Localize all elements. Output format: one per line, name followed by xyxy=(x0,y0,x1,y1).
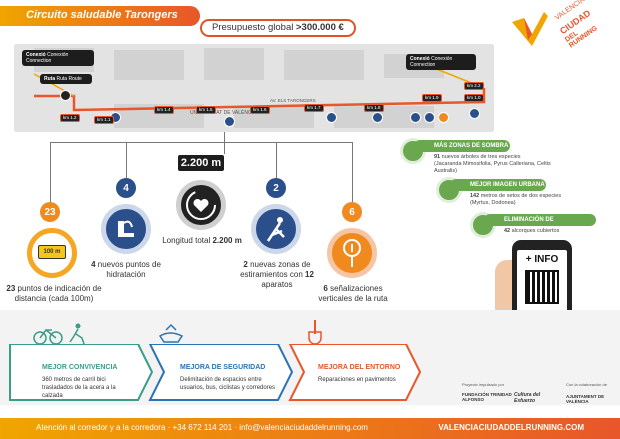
water-fountain-icon xyxy=(101,204,151,254)
budget-label: Presupuesto global xyxy=(212,22,296,33)
route-map: Conexió Conexión Connection Ruta Ruta Ro… xyxy=(14,44,494,132)
km-marker: km 1.9 xyxy=(422,94,442,102)
km-marker: km 2.2 xyxy=(464,82,484,90)
km-marker: km 1.1 xyxy=(94,116,114,124)
feature-stretching-desc: nuevas zonas de estiramientos con xyxy=(240,260,311,279)
footer: Atención al corredor y a la corredora · … xyxy=(0,418,620,439)
footer-website[interactable]: VALENCIACIUDADDELRUNNING.COM xyxy=(438,423,584,432)
green-text-urban: 142 metros de setos de dos especies(Myrt… xyxy=(470,193,590,207)
seguridad-text: Delimitación de espacios entre usuarios,… xyxy=(180,377,276,391)
feature-stretching-desc2: aparatos xyxy=(261,280,293,289)
green-obstacles-count: 42 xyxy=(504,228,511,234)
callout-right-title: Conexió xyxy=(410,56,430,62)
feature-distance-count: 23 xyxy=(6,284,16,293)
km-marker: km 1.5 xyxy=(196,106,216,114)
km-marker: km 1.7 xyxy=(304,104,324,112)
green-shade-desc: nuevos árboles de tres especies xyxy=(440,154,521,160)
arrow-chevrons xyxy=(9,344,422,401)
feature-hydration-text: 4 nuevos puntos de hidratación xyxy=(86,260,166,280)
feature-signals-text: 6 señalizaciones verticales de la ruta xyxy=(310,284,396,304)
callout-left-1-title: Conexió xyxy=(26,52,46,58)
convivencia-text: 360 metros de carril bici trasladados de… xyxy=(42,377,116,399)
map-callout-connection-right: Conexió Conexión Connection xyxy=(406,54,476,70)
university-label: UNIVERSITAT DE VALÈNCIA xyxy=(190,110,257,116)
count-badge-signals: 6 xyxy=(342,202,362,222)
qr-code[interactable] xyxy=(525,270,559,304)
map-hydration-icon xyxy=(469,108,480,119)
budget-badge: Presupuesto global >300.000 € xyxy=(200,19,356,37)
green-obstacles-desc: alcorques cubiertos xyxy=(510,228,560,234)
map-callout-route: Ruta Ruta Route xyxy=(40,74,92,84)
feature-signals-count: 6 xyxy=(323,284,328,293)
cultura-logo: Cultura del Esfuerzo xyxy=(514,392,541,404)
entorno-text: Reparaciones en pavimentos xyxy=(318,377,396,383)
count-badge-stretching: 2 xyxy=(266,178,286,198)
map-stretch-icon xyxy=(424,112,435,123)
map-signal-icon xyxy=(438,112,449,123)
heart-route-icon xyxy=(176,180,226,230)
green-shade-species: (Jacaranda Mimosifolia, Pyrus Calleriana… xyxy=(434,161,551,174)
green-urban-count: 142 xyxy=(470,193,480,199)
sponsor-label-2: Con la colaboración de xyxy=(566,382,607,387)
feature-distance-desc: puntos de indicación de distancia (cada … xyxy=(14,284,102,303)
fundacion-logo: FUNDACIÓN TRINIDAD ALFONSO xyxy=(462,392,512,402)
green-urban-desc: metros de setos de dos especies xyxy=(479,193,562,199)
page-title: Circuito saludable Tarongers xyxy=(26,9,178,21)
green-title-obstacles: ELIMINACIÓN DE OBSTÁCULOS xyxy=(484,214,596,235)
map-callout-connection-left: Conexió Conexión Connection xyxy=(22,50,94,66)
signpost-icon xyxy=(327,228,377,278)
runner-logo-icon xyxy=(512,12,548,46)
budget-value: >300.000 € xyxy=(295,22,344,33)
green-text-obstacles: 42 alcorques cubiertos xyxy=(504,228,604,235)
feature-hydration-desc: nuevos puntos de hidratación xyxy=(95,260,161,279)
title-banner: Circuito saludable Tarongers xyxy=(0,6,200,26)
distance-sign-icon: 100 m xyxy=(27,228,77,278)
count-badge-distance: 23 xyxy=(40,202,60,222)
street-label: AV. ELS TARONGERS xyxy=(270,98,316,103)
stretching-icon xyxy=(251,204,301,254)
km-marker: km 1.0 xyxy=(464,94,484,102)
km-marker: km 1.2 xyxy=(60,114,80,122)
distance-sign: 100 m xyxy=(38,245,66,259)
seguridad-title: MEJORA DE SEGURIDAD xyxy=(180,364,266,371)
feature-stretching-count: 2 xyxy=(243,260,248,269)
map-hydration-icon xyxy=(224,116,235,127)
green-title-urban: MEJOR IMAGEN URBANA xyxy=(450,179,546,191)
length-value: 2.200 m xyxy=(212,236,242,245)
logo: VALENCIA CIUDAD DEL RUNNING xyxy=(510,0,610,52)
info-title: + INFO xyxy=(525,254,559,265)
green-shade-count: 91 xyxy=(434,154,441,160)
footer-contact: Atención al corredor y a la corredora · … xyxy=(36,423,368,432)
map-hydration-icon xyxy=(410,112,421,123)
count-badge-hydration: 4 xyxy=(116,178,136,198)
feature-stretching-text: 2 nuevas zonas de estiramientos con 12 a… xyxy=(236,260,318,290)
entorno-title: MEJORA DEL ENTORNO xyxy=(318,364,401,371)
callout-left-1-sub: Conexión Connection xyxy=(26,52,69,64)
map-stretch-icon xyxy=(326,112,337,123)
length-prefix: Longitud total xyxy=(162,236,213,245)
feature-signals-desc: señalizaciones verticales de la ruta xyxy=(318,284,388,303)
green-title-shade: MÁS ZONAS DE SOMBRA xyxy=(414,140,510,152)
shovel-icon xyxy=(308,320,322,344)
ajuntament-logo: AJUNTAMENT DE VALÈNCIA xyxy=(566,394,605,404)
sponsor-label-1: Proyecto impulsado por xyxy=(462,382,505,387)
callout-left-2-sub: Ruta Route xyxy=(56,76,82,82)
green-urban-species: (Myrtus, Dodonea) xyxy=(470,200,516,206)
feature-stretching-machines: 12 xyxy=(305,270,314,279)
km-marker: km 1.6 xyxy=(250,106,270,114)
km-marker: km 1.8 xyxy=(364,104,384,112)
bicycle-runner-icon xyxy=(33,323,85,345)
map-heart-icon xyxy=(60,90,71,101)
feature-hydration-count: 4 xyxy=(91,260,96,269)
callout-right-sub: Conexión Connection xyxy=(410,56,453,68)
map-hydration-icon xyxy=(372,112,383,123)
convivencia-title: MEJOR CONVIVENCIA xyxy=(42,364,118,371)
length-total-text: Longitud total 2.200 m xyxy=(152,236,252,246)
km-marker: km 1.4 xyxy=(154,106,174,114)
length-badge: 2.200 m xyxy=(178,155,224,171)
safety-hand-icon xyxy=(158,323,184,343)
callout-left-2-title: Ruta xyxy=(44,76,56,82)
green-text-shade: 91 nuevos árboles de tres especies(Jacar… xyxy=(434,154,574,175)
feature-distance-text: 23 puntos de indicación de distancia (ca… xyxy=(6,284,102,304)
